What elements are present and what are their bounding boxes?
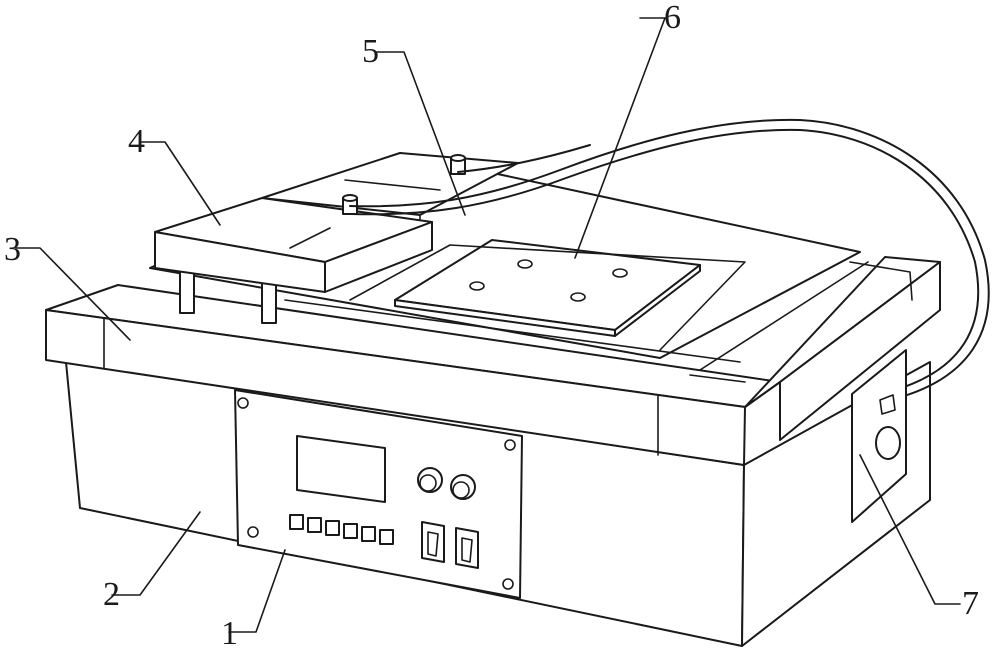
label-7: 7 xyxy=(962,585,979,622)
side-panel xyxy=(851,349,907,523)
key-5 xyxy=(361,526,376,542)
label-6: 6 xyxy=(664,0,681,36)
label-3: 3 xyxy=(4,231,21,268)
display-screen xyxy=(296,435,386,503)
key-3 xyxy=(325,520,340,536)
key-2 xyxy=(307,517,322,533)
key-1 xyxy=(289,514,304,530)
cable-hose xyxy=(349,118,990,401)
label-2: 2 xyxy=(103,576,120,613)
label-5: 5 xyxy=(362,33,379,70)
key-4 xyxy=(343,523,358,539)
side-connector xyxy=(875,426,901,460)
label-1: 1 xyxy=(221,615,238,652)
label-4: 4 xyxy=(128,123,145,160)
control-panel xyxy=(234,389,523,599)
heating-plate xyxy=(349,239,746,351)
leader-lines xyxy=(15,17,961,633)
part-labels: 1 2 3 4 5 6 7 xyxy=(4,0,979,652)
heating-head-assembly xyxy=(154,152,519,324)
key-6 xyxy=(379,529,394,545)
